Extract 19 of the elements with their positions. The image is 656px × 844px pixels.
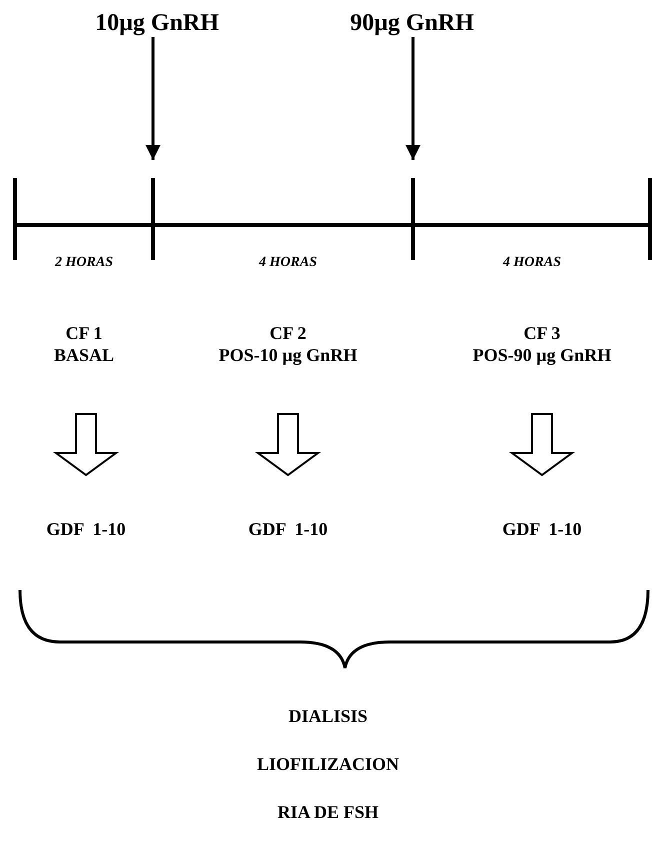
- text-label: GDF 1-10: [502, 518, 582, 540]
- text-label: 10µg GnRH: [95, 12, 219, 34]
- hollow-arrow: [508, 413, 576, 476]
- step-label: RIA DE FSH: [277, 802, 379, 823]
- hollow-arrow: [52, 413, 120, 476]
- arrow: [146, 37, 160, 160]
- step-label: LIOFILIZACION: [256, 754, 400, 775]
- text-label: 90µg GnRH: [350, 12, 474, 34]
- sample-label: CF 3 POS-90 µg GnRH: [472, 322, 612, 366]
- arrow: [406, 37, 420, 160]
- sample-label: CF 1 BASAL: [54, 322, 114, 366]
- duration-label: 2 HORAS: [55, 255, 113, 271]
- duration-label: 4 HORAS: [503, 255, 561, 271]
- duration-label: 4 HORAS: [259, 255, 317, 271]
- hollow-arrow: [254, 413, 322, 476]
- text-label: GDF 1-10: [46, 518, 126, 540]
- sample-label: CF 2 POS-10 µg GnRH: [218, 322, 358, 366]
- step-label: DIALISIS: [288, 706, 368, 727]
- text-label: GDF 1-10: [248, 518, 328, 540]
